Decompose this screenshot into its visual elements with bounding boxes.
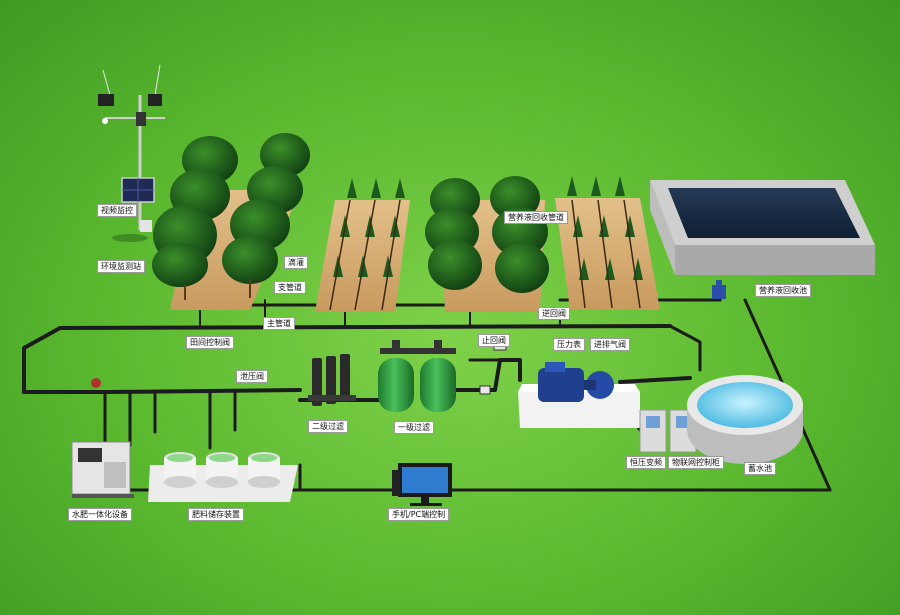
label-remote-control: 手机/PC端控制	[388, 508, 450, 521]
label-field-valve: 田间控制阀	[186, 336, 234, 349]
label-dripper: 滴灌	[284, 256, 308, 269]
round-reservoir	[687, 375, 803, 464]
label-nutrient-pool: 营养液回收池	[755, 284, 811, 297]
label-fertilizer-storage: 肥料储存装置	[188, 508, 244, 521]
label-branch-pipe: 支管道	[274, 281, 306, 294]
field-plot-2	[315, 178, 410, 312]
field-plot-3	[425, 176, 549, 312]
fertilizer-storage-tanks	[148, 452, 298, 502]
fertigation-machine	[71, 441, 134, 498]
label-env-station: 环境监测站	[97, 260, 145, 273]
label-relief-valve: 泄压阀	[236, 370, 268, 383]
label-main-pipe: 主管道	[263, 317, 295, 330]
label-nutrient-return-pipe: 营养液回收管道	[504, 211, 568, 224]
pump-platform	[518, 362, 640, 428]
label-secondary-filter: 二级过滤	[308, 420, 348, 433]
pc-monitor	[392, 463, 452, 506]
field-plot-1	[152, 133, 310, 310]
label-primary-filter: 一级过滤	[394, 421, 434, 434]
label-fertigation-unit: 水肥一体化设备	[68, 508, 132, 521]
label-return-valve: 逆回阀	[538, 307, 570, 320]
label-camera-monitor: 视频监控	[97, 204, 137, 217]
camera-monitor-pole	[98, 64, 165, 242]
label-pressure-gauge: 压力表	[553, 338, 585, 351]
nutrient-return-pool	[650, 180, 875, 299]
label-reservoir: 蓄水池	[744, 462, 776, 475]
label-air-valve: 进排气阀	[590, 338, 630, 351]
primary-filter-tanks	[378, 340, 456, 412]
field-plot-4	[555, 176, 660, 310]
label-vfd: 恒压变频	[626, 456, 666, 469]
label-iot-cabinet: 物联网控制柜	[668, 456, 724, 469]
label-check-valve: 止回阀	[478, 334, 510, 347]
secondary-filter-unit	[308, 354, 356, 406]
